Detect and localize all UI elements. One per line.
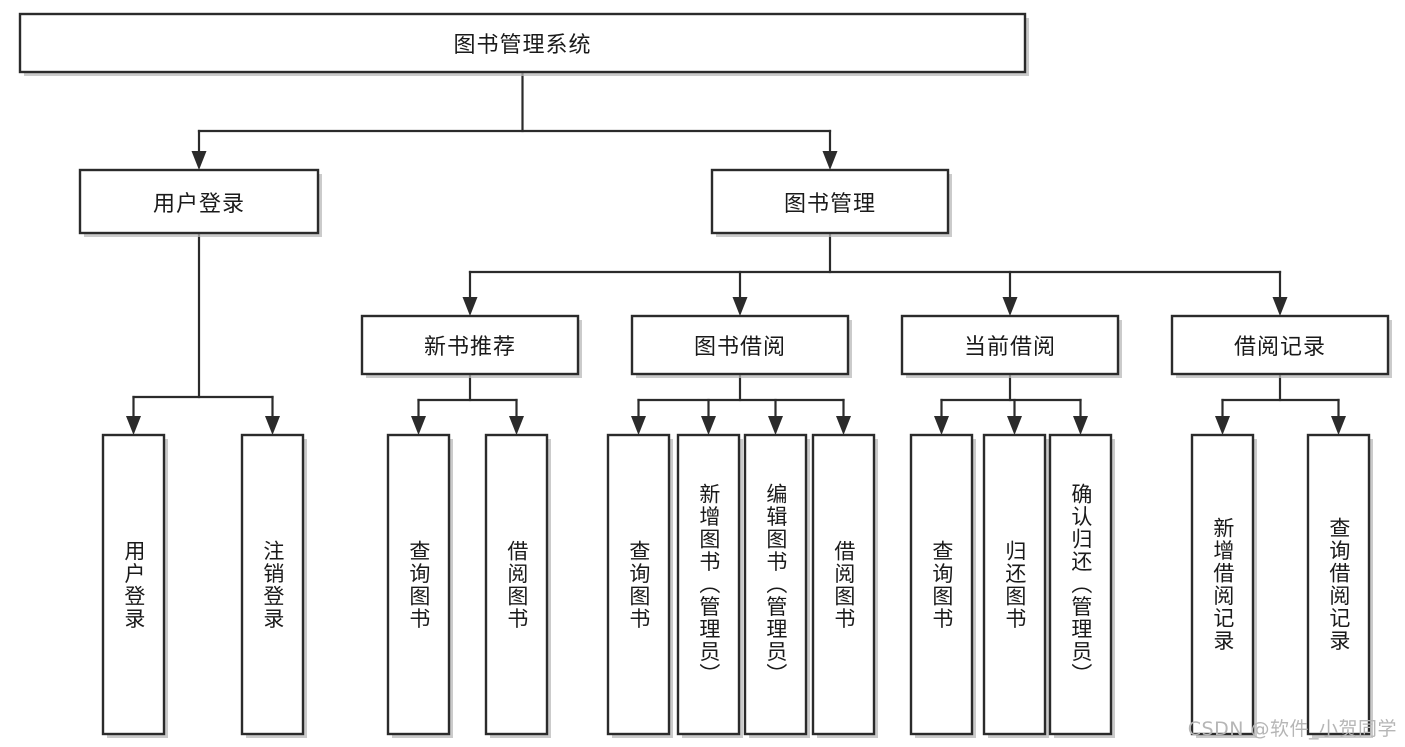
- edge-arrowhead: [934, 416, 949, 435]
- edge-arrowhead: [1002, 297, 1018, 316]
- edge-arrowhead: [836, 416, 851, 435]
- node-box-book-borrow[interactable]: [630, 314, 850, 376]
- edge-arrowhead: [1331, 416, 1346, 435]
- node-box-leaf-logout[interactable]: [240, 433, 305, 736]
- edge-arrowhead: [768, 416, 783, 435]
- node-box-book-manage[interactable]: [710, 168, 950, 235]
- node-box-leaf-query-book-borrow[interactable]: [606, 433, 671, 736]
- csdn-watermark: CSDN @软件_小贺同学: [1187, 718, 1397, 740]
- edge-arrowhead: [822, 151, 838, 170]
- edge-arrowhead: [126, 416, 141, 435]
- node-box-leaf-query-record[interactable]: [1306, 433, 1371, 736]
- edge-arrowhead: [191, 151, 207, 170]
- edge-arrowhead: [462, 297, 478, 316]
- edge-arrowhead: [265, 416, 280, 435]
- edge-arrowhead: [1215, 416, 1230, 435]
- edge-arrowhead: [509, 416, 524, 435]
- node-box-leaf-edit-book[interactable]: [743, 433, 808, 736]
- node-box-leaf-add-book[interactable]: [676, 433, 741, 736]
- node-boxes-layer: [18, 12, 1390, 736]
- node-box-leaf-add-record[interactable]: [1190, 433, 1255, 736]
- node-box-leaf-borrow-book-rec[interactable]: [484, 433, 549, 736]
- node-box-current-borrow[interactable]: [900, 314, 1120, 376]
- node-box-leaf-borrow-book[interactable]: [811, 433, 876, 736]
- edge-arrowhead: [631, 416, 646, 435]
- node-box-new-book-recommend[interactable]: [360, 314, 580, 376]
- edge-arrowhead: [732, 297, 748, 316]
- edges-layer: [126, 70, 1346, 435]
- edge-arrowhead: [1073, 416, 1088, 435]
- node-box-root[interactable]: [18, 12, 1027, 74]
- edge-arrowhead: [411, 416, 426, 435]
- node-box-leaf-query-book-rec[interactable]: [386, 433, 451, 736]
- node-box-borrow-record[interactable]: [1170, 314, 1390, 376]
- node-box-user-login[interactable]: [78, 168, 320, 235]
- node-box-leaf-return-book[interactable]: [982, 433, 1047, 736]
- edge-arrowhead: [1007, 416, 1022, 435]
- edge-arrowhead: [701, 416, 716, 435]
- node-box-leaf-query-book-cur[interactable]: [909, 433, 974, 736]
- node-box-leaf-confirm-return[interactable]: [1048, 433, 1113, 736]
- edge-arrowhead: [1272, 297, 1288, 316]
- node-box-leaf-user-login[interactable]: [101, 433, 166, 736]
